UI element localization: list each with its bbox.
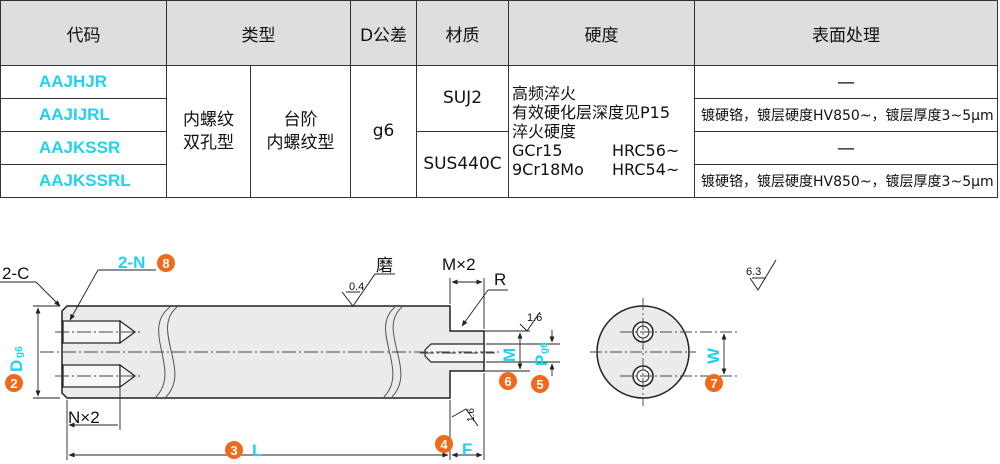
badge-6: 6: [499, 372, 517, 390]
pin-end-view: [596, 305, 690, 399]
material-sus440c: SUS440C: [416, 131, 509, 198]
badge-2: 2: [5, 374, 23, 392]
surface-none-1: —: [694, 65, 998, 99]
step-m-label: M×2: [442, 255, 476, 274]
header-surface: 表面处理: [694, 0, 998, 66]
tolerance-cell: g6: [350, 65, 417, 198]
dimension-lines: [0, 269, 560, 460]
surface-finish-symbols: [341, 259, 777, 427]
surface-plating-2: 镀硬铬，镀层硬度HV850~，镀层厚度3~5μm: [694, 164, 998, 198]
type-step-thread: 台阶 内螺纹型: [250, 65, 351, 198]
diameter-sub: g6: [14, 346, 25, 358]
pin-side-view: [61, 305, 485, 399]
svg-text:4: 4: [440, 437, 448, 452]
length-label: L: [252, 441, 262, 460]
pitch-label: N×2: [68, 408, 100, 427]
code-cell: AAJIJRL: [0, 98, 167, 132]
svg-text:5: 5: [536, 377, 543, 392]
material-suj2: SUJ2: [416, 65, 509, 132]
svg-text:6: 6: [504, 374, 511, 389]
surface-none-2: —: [694, 131, 998, 165]
badge-7: 7: [705, 374, 723, 392]
badge-5: 5: [531, 375, 549, 393]
break-lines: [155, 306, 403, 398]
header-material: 材质: [416, 0, 509, 66]
type-double-hole: 内螺纹 双孔型: [166, 65, 251, 198]
ra-04-label: 0.4: [349, 281, 364, 293]
p-label: P: [532, 355, 551, 366]
code-cell: AAJKSSRL: [0, 164, 167, 198]
svg-text:8: 8: [162, 256, 169, 271]
grind-label: 磨: [376, 256, 393, 275]
badge-8: 8: [157, 254, 175, 272]
step-height-label: M: [500, 348, 519, 362]
header-tolerance: D公差: [350, 0, 417, 66]
thread-label: 2-N: [118, 253, 145, 272]
svg-text:2: 2: [10, 376, 17, 391]
header-hardness: 硬度: [508, 0, 695, 66]
header-type: 类型: [166, 0, 351, 66]
ra-63-label: 6.3: [746, 266, 761, 278]
p-sub: g6: [539, 342, 550, 354]
f-label: F: [462, 440, 472, 459]
svg-text:7: 7: [710, 376, 717, 391]
header-code: 代码: [0, 0, 167, 66]
spec-table: 代码 类型 D公差 材质 硬度 表面处理 AAJHJR 内螺纹 双孔型 台阶 内…: [0, 0, 998, 198]
chamfer-label: 2-C: [2, 264, 29, 283]
ra-16b-label: 1.6: [466, 408, 477, 422]
width-label: W: [704, 347, 723, 364]
surface-plating-1: 镀硬铬，镀层硬度HV850~，镀层厚度3~5μm: [694, 98, 998, 132]
center-lines: [40, 331, 500, 377]
radius-label: R: [494, 270, 506, 289]
thread-holes: [62, 319, 485, 389]
code-cell: AAJKSSR: [0, 131, 167, 165]
svg-text:3: 3: [230, 443, 237, 458]
ra-16-label: 1.6: [527, 312, 542, 324]
code-cell: AAJHJR: [0, 65, 167, 99]
diameter-label: D: [7, 360, 26, 372]
badge-3: 3: [225, 441, 243, 459]
badge-4: 4: [435, 435, 453, 453]
